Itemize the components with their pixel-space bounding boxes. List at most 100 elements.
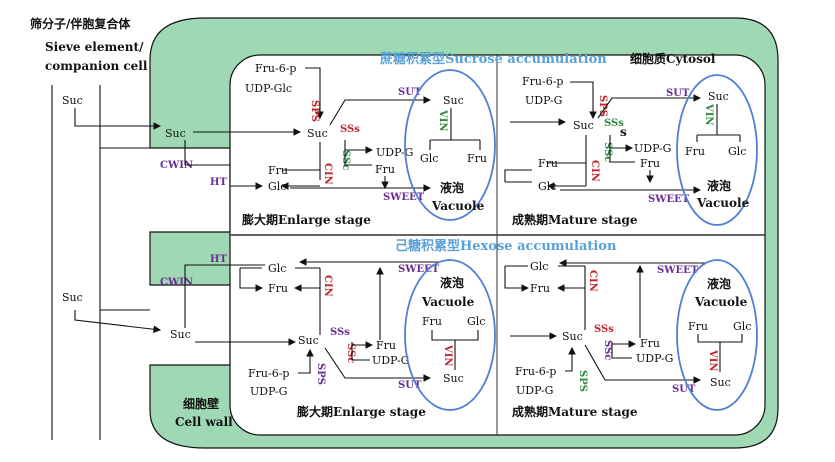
q3-cin: CIN [322, 275, 333, 297]
q4-fru: Fru [530, 282, 550, 295]
q1-glc: Glc [268, 180, 286, 193]
q1-vac-en: Vacuole [431, 199, 485, 213]
cwin-label-bottom: CWIN [160, 277, 193, 288]
q3-sut-arrow [324, 347, 432, 382]
q2-ssc: SSc [602, 142, 613, 162]
q2-vac-cn: 液泡 [707, 178, 731, 193]
q2-suc: Suc [573, 119, 594, 132]
q2-sps-arrow [570, 81, 597, 120]
q1-ssc-arrow [344, 140, 372, 166]
q3-udpg: UDP-G [372, 354, 409, 367]
q1-cin-arrow [282, 142, 321, 186]
phloem-suc-bottom: Suc [62, 291, 83, 304]
cwin-label-top: CWIN [160, 160, 193, 171]
title-cytosol: 细胞质Cytosol [630, 51, 716, 66]
q1-fru: Fru [268, 164, 288, 177]
q4-udpg: UDP-G [636, 352, 673, 365]
q3-vacuole [404, 259, 496, 411]
q3-glc: Glc [268, 262, 286, 275]
cwin-branch-top [184, 140, 230, 166]
q3-vac-glc: Glc [467, 315, 485, 328]
q3-ssc: SSc [345, 343, 356, 363]
q3-sss: SSs [330, 327, 350, 338]
sieve-label-en2: companion cell [45, 59, 148, 73]
q1-vin: VIN [437, 109, 448, 132]
q2-sps: SPS [597, 95, 608, 117]
q4-vac-suc: Suc [710, 376, 731, 389]
q2-vin: VIN [703, 103, 714, 126]
q2-in-arrows [504, 169, 532, 183]
q2-udpg-top: UDP-G [525, 94, 562, 107]
q1-fru6p: Fru-6-p [255, 62, 296, 75]
q3-ht-arrow [239, 267, 262, 288]
q3-sut: SUT [398, 380, 422, 391]
quadrant-sucrose-mature: Fru-6-p UDP-G SPS Suc SSs s SSc UDP-G Fr… [504, 74, 758, 227]
q3-vin: VIN [442, 344, 453, 367]
q2-sss: SSs [604, 118, 624, 129]
q4-cin: CIN [587, 270, 598, 292]
q1-vac-glc: Glc [420, 152, 438, 165]
q1-sut: SUT [398, 87, 422, 98]
q3-suc: Suc [298, 334, 319, 347]
q2-vacuole [676, 74, 758, 226]
quadrant-hexose-enlarge: Glc Fru CIN SWEET Suc SSs SSc Fru UDP-G … [239, 258, 496, 419]
q4-ssc: SSc [602, 340, 613, 360]
apoplast-suc-top: Suc [165, 127, 186, 140]
q1-sps-arrow [305, 67, 324, 120]
q4-sut: SUT [672, 384, 696, 395]
q1-vac-cn: 液泡 [440, 180, 464, 195]
q2-cin-arrow [548, 135, 587, 186]
phloem-suc-top: Suc [62, 94, 83, 107]
q3-stage: 膨大期Enlarge stage [296, 404, 426, 419]
q4-fru6p: Fru-6-p [515, 365, 556, 378]
q1-fru-ssc: Fru [375, 163, 395, 176]
q2-sut: SUT [666, 88, 690, 99]
q4-vac-en: Vacuole [694, 295, 748, 309]
q3-vac-suc: Suc [443, 372, 464, 385]
q2-sut-arrow [597, 94, 702, 119]
q4-sut-arrow [584, 344, 702, 384]
q1-suc: Suc [307, 127, 328, 140]
q2-fru6p: Fru-6-p [522, 75, 563, 88]
q4-vin: VIN [707, 349, 718, 372]
q4-vac-cn: 液泡 [707, 276, 731, 291]
q1-vac-suc: Suc [443, 94, 464, 107]
companion-cell-box [100, 147, 150, 311]
q1-vacuole [404, 69, 496, 221]
cell-wall-label-en: Cell wall [175, 415, 233, 429]
q2-sweet: SWEET [648, 194, 690, 205]
q4-stage: 成熟期Mature stage [512, 404, 638, 419]
title-sucrose-accumulation: 蔗糖积累型Sucrose accumulation [379, 51, 607, 67]
q1-sss: SSs [340, 124, 360, 135]
q4-sps: SPS [577, 370, 588, 392]
ht-label-bottom: HT [210, 254, 227, 265]
q3-vac-cn: 液泡 [440, 275, 464, 290]
q3-sweet: SWEET [398, 264, 440, 275]
q3-vac-fru: Fru [422, 315, 442, 328]
q4-vacuole [676, 259, 758, 411]
q1-vin-arrow [429, 108, 481, 150]
q4-sss: SSs [594, 324, 614, 335]
q2-vac-glc: Glc [728, 145, 746, 158]
q2-s: s [620, 125, 627, 139]
sieve-tube-lines [51, 85, 101, 440]
q1-sweet: SWEET [383, 192, 425, 203]
q1-cin: CIN [322, 163, 333, 185]
phloem-arrow-top [74, 108, 162, 130]
q3-fru: Fru [268, 282, 288, 295]
q1-udpg: UDP-G [376, 146, 413, 159]
q3-cin-arrow [295, 267, 321, 335]
q3-ssc-arrow [351, 342, 372, 361]
q3-vin-arrow [431, 330, 479, 370]
q4-suc: Suc [562, 330, 583, 343]
q1-udpglc: UDP-Glc [245, 82, 292, 95]
phloem-arrow-bottom [74, 310, 162, 334]
q4-vac-fru: Fru [688, 320, 708, 333]
ht-label-top: HT [210, 177, 227, 188]
quadrant-hexose-mature: Glc Fru CIN SWEET Suc SSs SSc Fru UDP-G … [504, 259, 758, 419]
q4-ssc-arrow [611, 342, 635, 359]
q4-in-arrows [504, 265, 528, 288]
q2-vac-fru: Fru [685, 145, 705, 158]
